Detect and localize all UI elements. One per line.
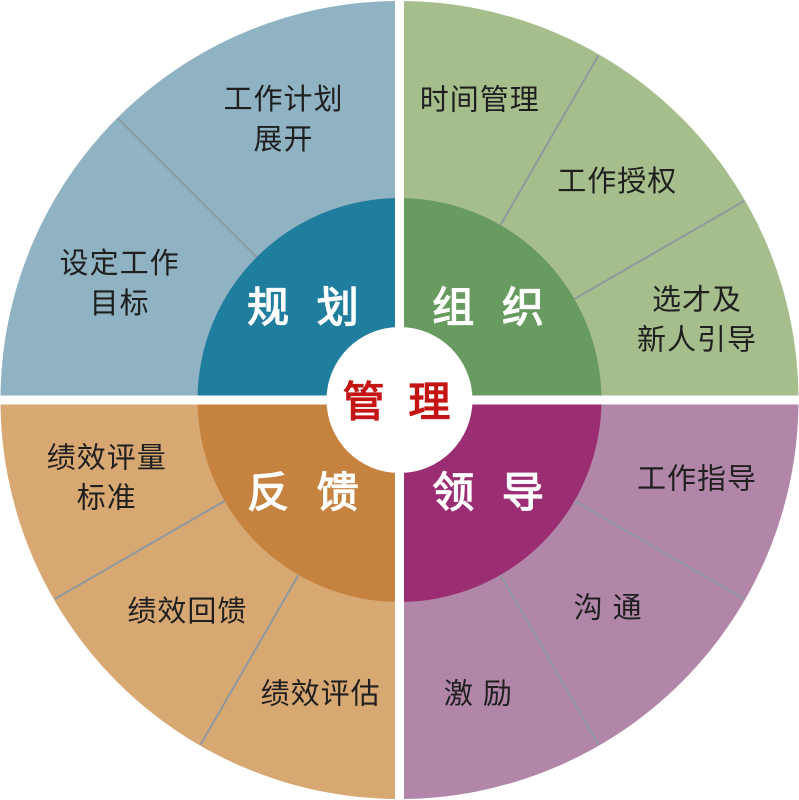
segment-label-time-management: 时间管理 — [420, 84, 540, 117]
center-hub: 管 理 — [326, 327, 473, 473]
segment-divider-line — [499, 54, 600, 226]
quadrant-feedback-label: 反 馈 — [247, 469, 367, 516]
segment-divider-line — [573, 200, 745, 300]
segment-divider-line — [499, 574, 600, 746]
segment-label-communication: 沟 通 — [574, 592, 643, 625]
center-circle — [326, 327, 473, 473]
segment-divider-line — [54, 500, 226, 600]
quadrant-organizing-label: 组 织 — [432, 284, 552, 331]
segment-divider-line — [199, 574, 300, 746]
segment-label-talent-selection-and-onboarding: 选才及新人引导 — [637, 283, 757, 356]
quadrant-planning-label: 规 划 — [247, 284, 367, 331]
segment-label-performance-evaluation: 绩效评估 — [261, 678, 381, 711]
quadrant-leading-label: 领 导 — [432, 469, 552, 516]
segment-divider-line — [117, 117, 258, 258]
segment-label-performance-measurement-standards: 绩效评量标准 — [47, 441, 167, 514]
center-label: 管 理 — [343, 379, 457, 426]
segment-divider-line — [573, 500, 745, 600]
segment-label-work-delegation: 工作授权 — [557, 165, 677, 198]
segment-label-work-guidance: 工作指导 — [637, 463, 757, 496]
segment-label-set-work-goals: 设定工作目标 — [60, 247, 180, 320]
segment-label-performance-feedback: 绩效回馈 — [127, 595, 247, 628]
segment-label-work-plan-development: 工作计划展开 — [223, 83, 343, 156]
segment-label-motivation: 激 励 — [444, 678, 513, 711]
segment-divider-lines — [54, 54, 745, 746]
